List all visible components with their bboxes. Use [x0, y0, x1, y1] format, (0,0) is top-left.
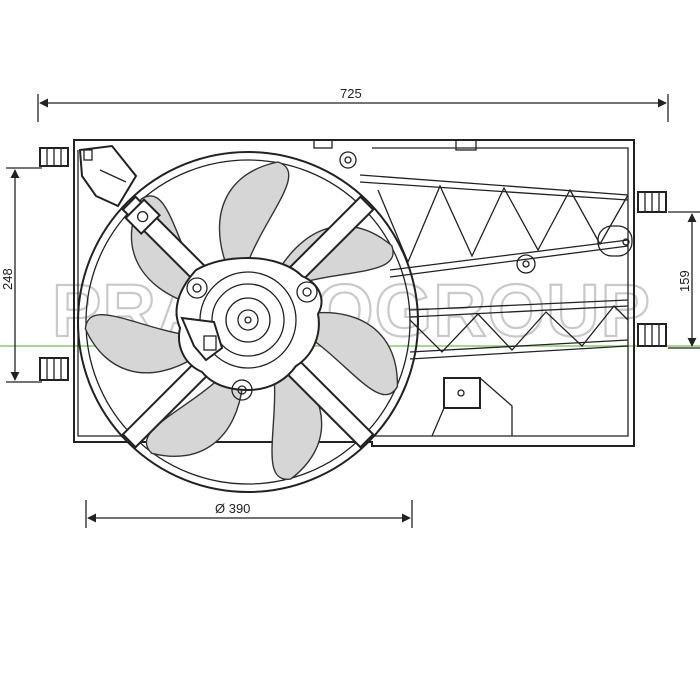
- mounting-bracket-bottom-right: [637, 323, 667, 347]
- connector-housing: [78, 144, 138, 208]
- mounting-bracket-top-left: [39, 147, 69, 167]
- mounting-bracket-top-right: [637, 191, 667, 213]
- mounting-bracket-bottom-left: [39, 357, 69, 381]
- fan-blade: [218, 161, 290, 265]
- dimension-left-height: 248: [0, 167, 42, 383]
- dimension-overall-width-label: 725: [340, 86, 362, 101]
- support-struts: [121, 195, 375, 449]
- dimension-fan-diameter-label: Ø 390: [215, 501, 250, 516]
- fan-blades: [84, 161, 399, 480]
- dimension-left-height-label: 248: [0, 268, 15, 290]
- fan-ring: [77, 151, 419, 493]
- dimension-fan-diameter: Ø 390: [85, 500, 413, 528]
- fan-blade: [84, 313, 198, 374]
- fan-blade: [305, 311, 399, 396]
- shroud-ribs: [359, 174, 633, 437]
- motor-hub: [175, 256, 323, 401]
- dimension-right-height: 159: [668, 211, 700, 349]
- dimension-overall-width: 725: [37, 86, 669, 122]
- fan-blade: [145, 375, 244, 458]
- dimension-right-height-label: 159: [677, 270, 692, 292]
